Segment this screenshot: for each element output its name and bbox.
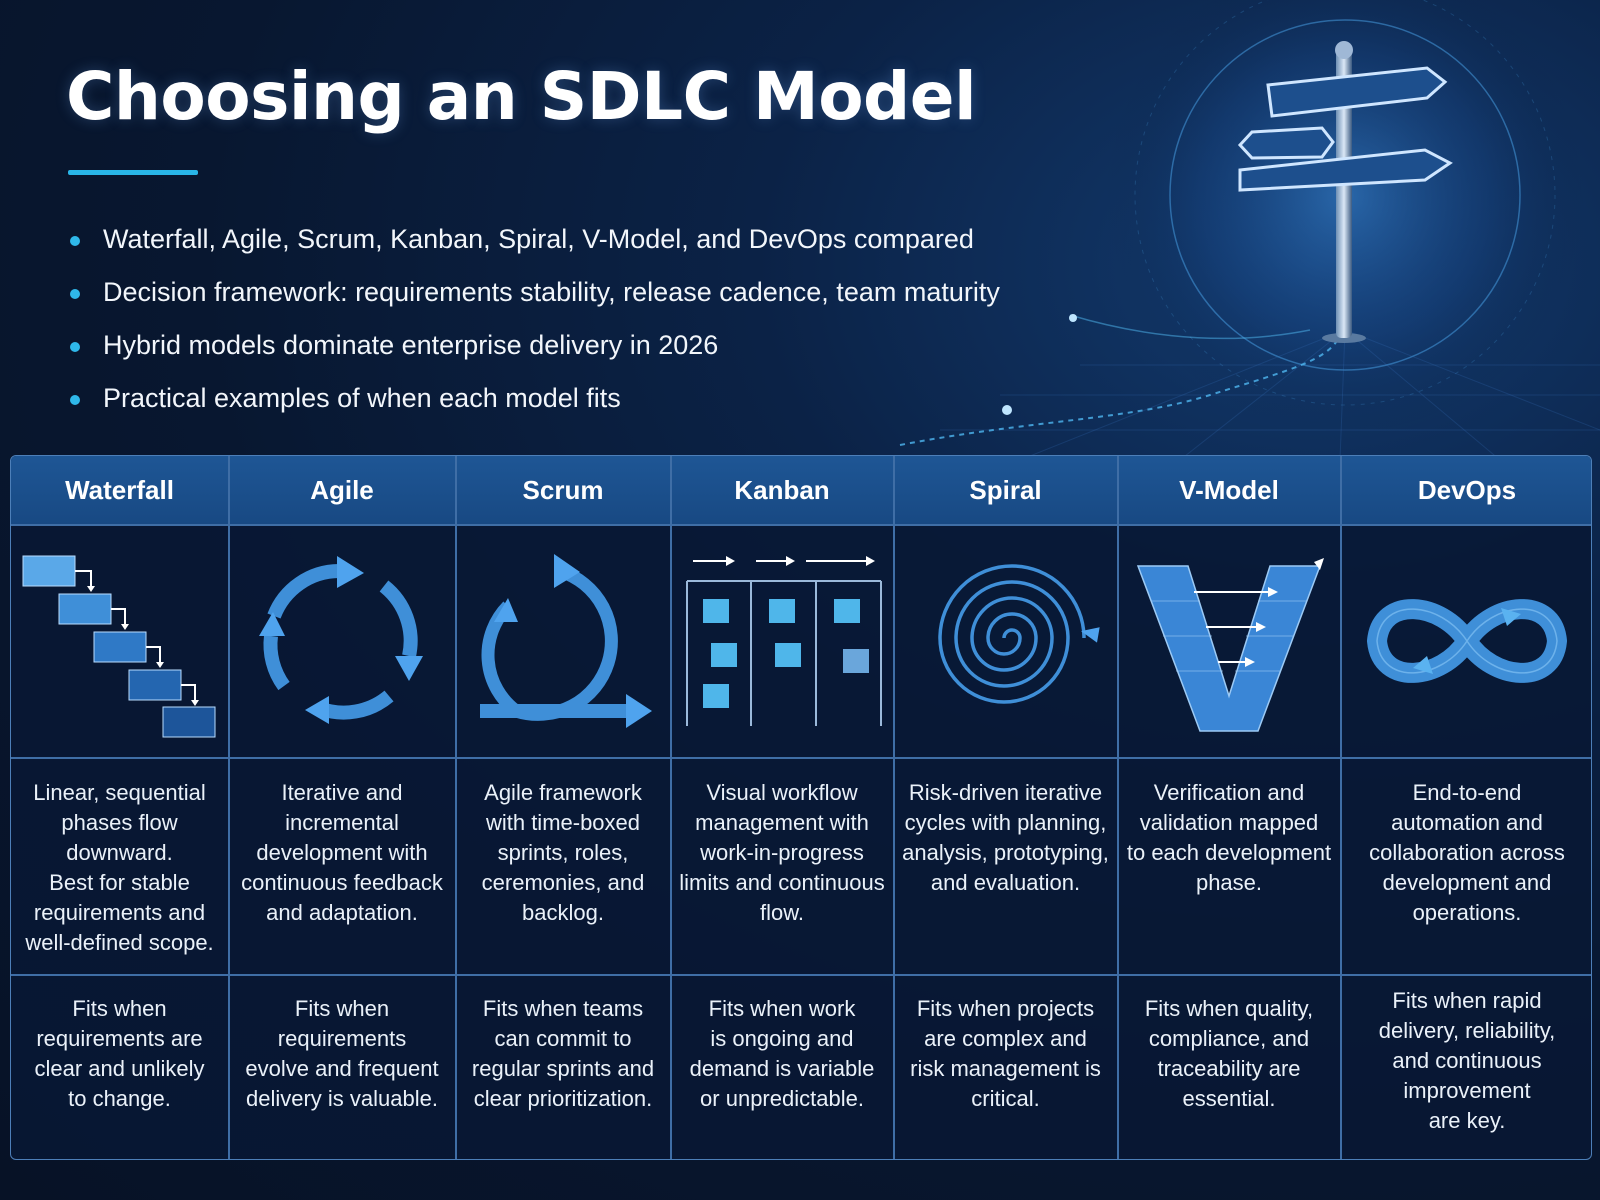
column-divider	[455, 456, 457, 1159]
column-header-scrum: Scrum	[522, 474, 604, 505]
column-header-waterfall: Waterfall	[65, 474, 174, 505]
signpost-icon	[899, 0, 1600, 460]
column-header-spiral: Spiral	[969, 474, 1042, 505]
bullet-item: Hybrid models dominate enterprise delive…	[70, 330, 1000, 383]
column-divider	[893, 456, 895, 1159]
kanban-board-icon	[671, 526, 893, 756]
column-divider	[228, 456, 230, 1159]
v-model-icon	[1118, 526, 1340, 756]
row-divider	[11, 524, 1591, 526]
column-header-v-model: V-Model	[1179, 474, 1279, 505]
bullet-text: Hybrid models dominate enterprise delive…	[103, 330, 719, 360]
description-text: Linear, sequential phases flow downward.…	[25, 780, 214, 955]
description-text: Risk-driven iterative cycles with planni…	[902, 780, 1109, 895]
agile-cycle-icon	[229, 526, 455, 756]
column-header-devops: DevOps	[1417, 474, 1517, 505]
bullet-dot-icon	[70, 236, 80, 246]
bullet-dot-icon	[70, 289, 80, 299]
description-v-model: Verification and validation mapped to ea…	[1118, 778, 1340, 978]
bullet-list: Waterfall, Agile, Scrum, Kanban, Spiral,…	[70, 224, 1000, 436]
fit-text: Fits when requirements evolve and freque…	[245, 996, 439, 1111]
scrum-sprint-loop-icon	[456, 526, 670, 756]
column-divider	[1340, 456, 1342, 1159]
fit-scrum: Fits when teams can commit to regular sp…	[456, 994, 670, 1154]
fit-text: Fits when requirements are clear and unl…	[34, 996, 205, 1111]
column-divider	[1117, 456, 1119, 1159]
fit-spiral: Fits when projects are complex and risk …	[894, 994, 1117, 1154]
description-devops: End-to-end automation and collaboration …	[1341, 778, 1591, 978]
row-divider	[11, 757, 1591, 759]
column-divider	[670, 456, 672, 1159]
fit-text: Fits when teams can commit to regular sp…	[471, 996, 655, 1111]
table-header	[11, 456, 1591, 524]
spiral-icon	[894, 526, 1117, 756]
fit-devops: Fits when rapid delivery, reliability, a…	[1341, 986, 1591, 1146]
description-text: Agile framework with time-boxed sprints,…	[481, 780, 645, 925]
bullet-item: Waterfall, Agile, Scrum, Kanban, Spiral,…	[70, 224, 1000, 277]
bullet-text: Waterfall, Agile, Scrum, Kanban, Spiral,…	[103, 224, 974, 254]
fit-text: Fits when quality, compliance, and trace…	[1144, 996, 1314, 1111]
description-scrum: Agile framework with time-boxed sprints,…	[456, 778, 670, 978]
description-text: Visual workflow management with work-in-…	[679, 780, 885, 925]
description-text: End-to-end automation and collaboration …	[1369, 780, 1565, 925]
description-agile: Iterative and incremental development wi…	[229, 778, 455, 978]
fit-kanban: Fits when work is ongoing and demand is …	[671, 994, 893, 1154]
fit-text: Fits when projects are complex and risk …	[910, 996, 1101, 1111]
waterfall-steps-icon	[11, 526, 228, 756]
title-underline	[68, 170, 198, 175]
bullet-dot-icon	[70, 342, 80, 352]
description-waterfall: Linear, sequential phases flow downward.…	[11, 778, 228, 978]
description-text: Verification and validation mapped to ea…	[1126, 780, 1332, 895]
fit-agile: Fits when requirements evolve and freque…	[229, 994, 455, 1154]
description-spiral: Risk-driven iterative cycles with planni…	[894, 778, 1117, 978]
fit-v-model: Fits when quality, compliance, and trace…	[1118, 994, 1340, 1154]
bullet-text: Practical examples of when each model fi…	[103, 383, 621, 413]
description-text: Iterative and incremental development wi…	[241, 780, 443, 925]
bullet-text: Decision framework: requirements stabili…	[103, 277, 1000, 307]
fit-text: Fits when rapid delivery, reliability, a…	[1378, 988, 1556, 1133]
sdlc-comparison-table: Waterfall Agile Scrum Kanban Spiral V-Mo…	[10, 455, 1592, 1160]
description-kanban: Visual workflow management with work-in-…	[671, 778, 893, 978]
bullet-item: Decision framework: requirements stabili…	[70, 277, 1000, 330]
row-divider	[11, 974, 1591, 976]
column-header-agile: Agile	[310, 474, 374, 505]
page-title: Choosing an SDLC Model	[66, 58, 977, 135]
bullet-item: Practical examples of when each model fi…	[70, 383, 1000, 436]
bullet-dot-icon	[70, 395, 80, 405]
fit-waterfall: Fits when requirements are clear and unl…	[11, 994, 228, 1154]
fit-text: Fits when work is ongoing and demand is …	[689, 996, 875, 1111]
devops-infinity-icon	[1341, 526, 1591, 756]
column-header-kanban: Kanban	[734, 474, 830, 505]
